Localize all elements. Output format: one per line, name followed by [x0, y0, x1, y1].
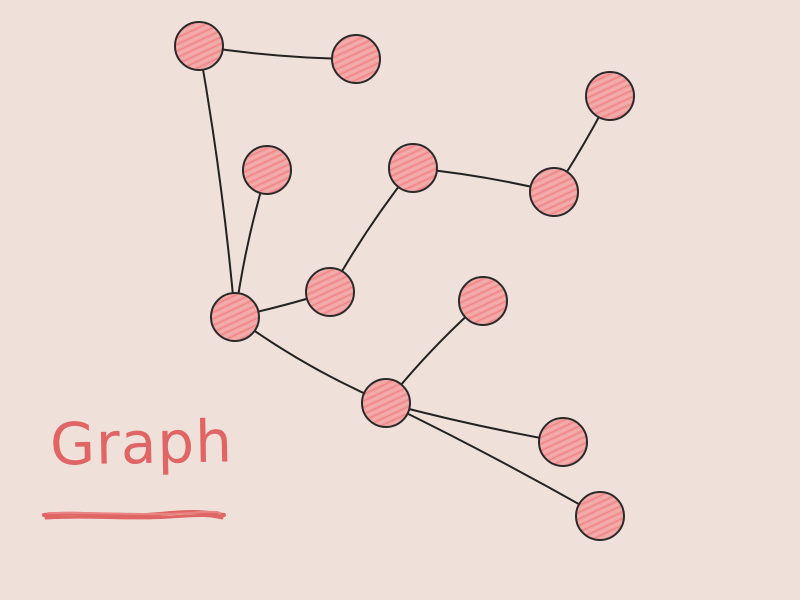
graph-node — [575, 491, 625, 541]
graph-edge — [385, 402, 601, 517]
graph-node — [331, 34, 381, 84]
graph-edge — [198, 45, 236, 318]
graph-node — [305, 267, 355, 317]
title-underline — [42, 510, 226, 520]
graph-edge — [234, 316, 387, 404]
graph-node — [174, 21, 224, 71]
graph-node — [529, 167, 579, 217]
graph-title: Graph — [49, 407, 234, 479]
graph-node — [242, 145, 292, 195]
graph-node — [458, 276, 508, 326]
graph-node — [210, 292, 260, 342]
graph-node — [388, 143, 438, 193]
graph-node — [585, 71, 635, 121]
nodes-layer — [174, 21, 635, 541]
graph-node — [361, 378, 411, 428]
graph-node — [538, 417, 588, 467]
graph-edge — [385, 402, 564, 443]
